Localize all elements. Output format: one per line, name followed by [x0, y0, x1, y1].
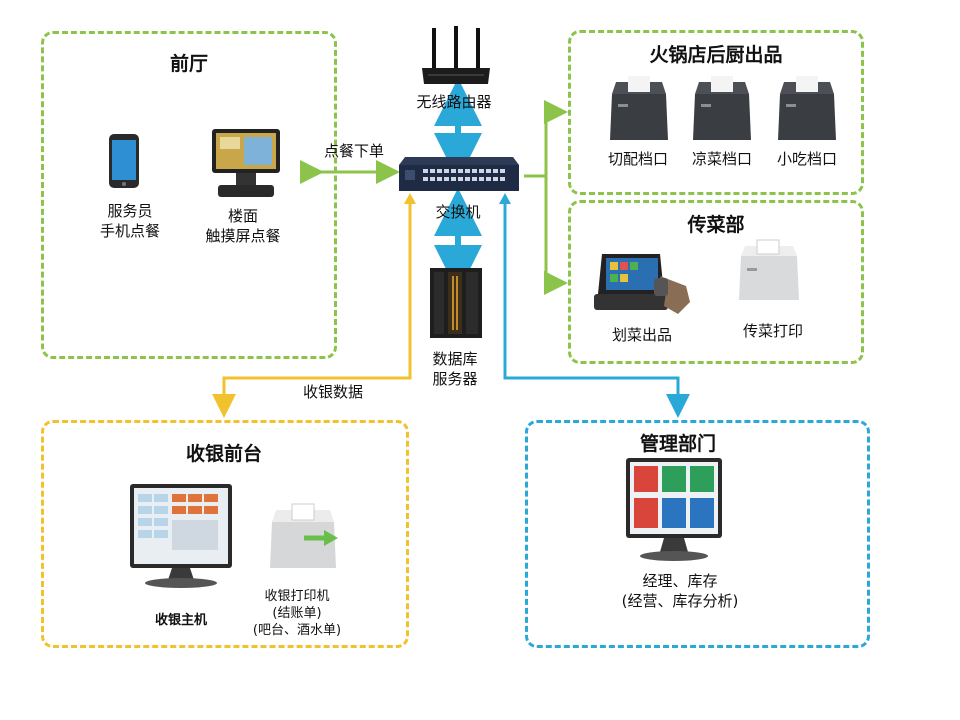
cashier-link: [212, 196, 412, 418]
kitchen-device-2-label: 凉菜档口: [691, 150, 753, 168]
serving-device-2-label: 传菜打印: [742, 322, 804, 340]
serving-section: [568, 200, 864, 364]
dashboard-monitor-icon: [626, 458, 722, 561]
management-link: [503, 196, 690, 418]
front-device-1-label: 服务员 手机点餐: [99, 202, 161, 240]
management-title: 管理部门: [639, 433, 717, 455]
kitchen-printer-1-icon: [610, 76, 668, 140]
smartphone-icon: [109, 134, 139, 188]
pos-scanner-icon: [594, 254, 690, 314]
wifi-router-icon: [422, 26, 490, 84]
cashier-monitor-icon: [130, 484, 232, 588]
network-switch-icon: [399, 157, 519, 191]
kitchen-printer-2-icon: [693, 76, 751, 140]
serving-title: 传菜部: [687, 214, 745, 236]
serving-printer-icon: [739, 239, 799, 300]
kitchen-printer-3-icon: [778, 76, 836, 140]
management-device-label: 经理、库存 (经营、库存分析): [621, 572, 739, 610]
cashier-section: [41, 420, 409, 648]
kitchen-device-1-label: 切配档口: [607, 150, 669, 168]
serving-device-1-label: 划菜出品: [611, 326, 673, 344]
pos-terminal-icon: [212, 129, 280, 197]
database-server-icon: [430, 268, 482, 338]
kitchen-device-3-label: 小吃档口: [776, 150, 838, 168]
cashier-link-label: 收银数据: [303, 383, 364, 401]
cashier-device-1-label: 收银主机: [154, 613, 208, 628]
kitchen-title: 火锅店后厨出品: [649, 44, 783, 66]
kitchen-section: [568, 30, 864, 195]
front-hall-section: [41, 31, 337, 359]
server-label: 数据库 服务器: [432, 350, 478, 388]
router-label: 无线路由器: [416, 93, 492, 111]
cashier-printer-icon: [270, 503, 338, 568]
cashier-device-2-label: 收银打印机 (结账单) (吧台、酒水单): [252, 589, 342, 638]
order-link-label: 点餐下单: [324, 142, 385, 160]
switch-label: 交换机: [435, 203, 481, 221]
cashier-title: 收银前台: [185, 443, 263, 465]
front-device-2-label: 楼面 触摸屏点餐: [205, 207, 281, 245]
management-section: [525, 420, 870, 648]
front-hall-title: 前厅: [169, 53, 209, 75]
